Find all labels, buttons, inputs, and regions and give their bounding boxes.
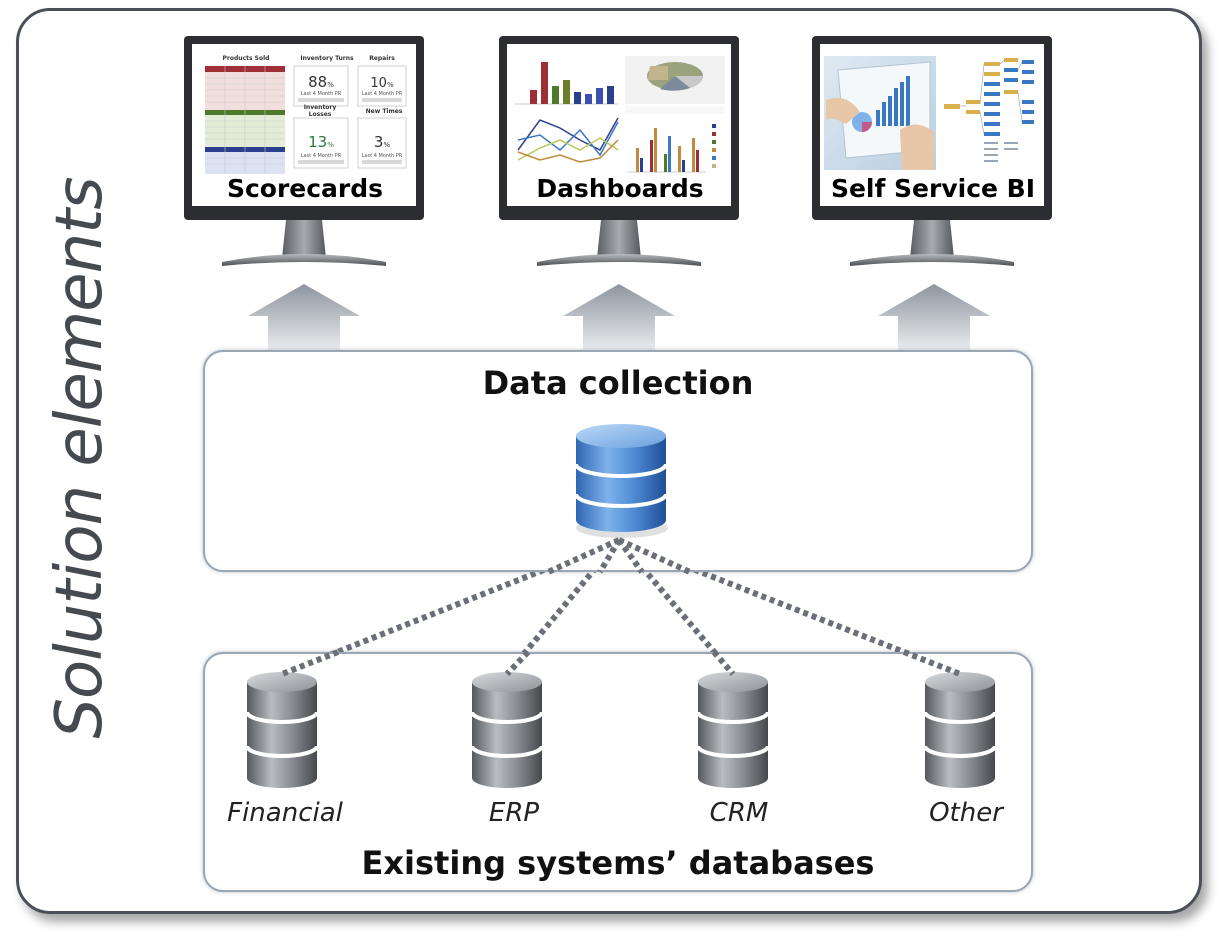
self-service-bi-screen: Self Service BI xyxy=(812,36,1054,268)
monitor-dashboards xyxy=(499,36,739,266)
inventory-turns-label: Inventory Turns xyxy=(300,55,354,62)
dashboards-screen: Dashboards xyxy=(499,36,741,268)
new-times-kpi: 3% xyxy=(358,132,406,151)
existing-systems-title: Existing systems’ databases xyxy=(361,844,875,882)
turns-period: Last 4 Month PR xyxy=(300,91,342,97)
monitor-scorecards xyxy=(184,36,424,266)
products-sold-label: Products Sold xyxy=(222,55,270,62)
db-label-crm: CRM xyxy=(709,798,769,828)
inventory-losses-label: Inventory Losses xyxy=(303,104,337,118)
monitor-label-scorecards: Scorecards xyxy=(226,174,384,203)
monitor-label-self-service-bi: Self Service BI xyxy=(830,174,1036,203)
monitor-label-dashboards: Dashboards xyxy=(536,174,704,203)
turns-unit: % xyxy=(327,81,334,89)
data-collection-title: Data collection xyxy=(482,364,754,402)
losses-value: 13 xyxy=(308,133,328,151)
up-arrow-self-service xyxy=(878,284,990,350)
new-times-period: Last 4 Month PR xyxy=(361,153,403,159)
up-arrow-dashboards xyxy=(563,284,675,350)
new-times-unit: % xyxy=(383,141,391,149)
side-title: Solution elements xyxy=(43,177,117,739)
repairs-kpi: 10% xyxy=(358,72,406,91)
monitor-self-service-bi xyxy=(812,36,1052,266)
losses-kpi: 13% xyxy=(294,132,348,151)
losses-period: Last 4 Month PR xyxy=(300,153,342,159)
turns-value: 88 xyxy=(308,73,328,91)
repairs-period: Last 4 Month PR xyxy=(361,91,403,97)
data-collection-panel: Data collection xyxy=(203,350,1033,572)
repairs-label: Repairs xyxy=(369,55,395,62)
db-label-other: Other xyxy=(929,798,1003,828)
up-arrow-scorecards xyxy=(248,284,360,350)
new-times-label: New Times xyxy=(365,108,403,115)
losses-unit: % xyxy=(327,141,334,149)
existing-systems-panel: Existing systems’ databases xyxy=(203,652,1033,892)
new-times-value: 3 xyxy=(373,133,384,151)
db-label-erp: ERP xyxy=(488,798,540,828)
turns-kpi: 88% xyxy=(294,72,348,91)
repairs-unit: % xyxy=(386,81,394,89)
db-label-financial: Financial xyxy=(227,798,343,828)
scorecards-screen: Scorecards Products Sold Inventory Turns… xyxy=(184,36,426,268)
repairs-value: 10 xyxy=(370,76,387,91)
